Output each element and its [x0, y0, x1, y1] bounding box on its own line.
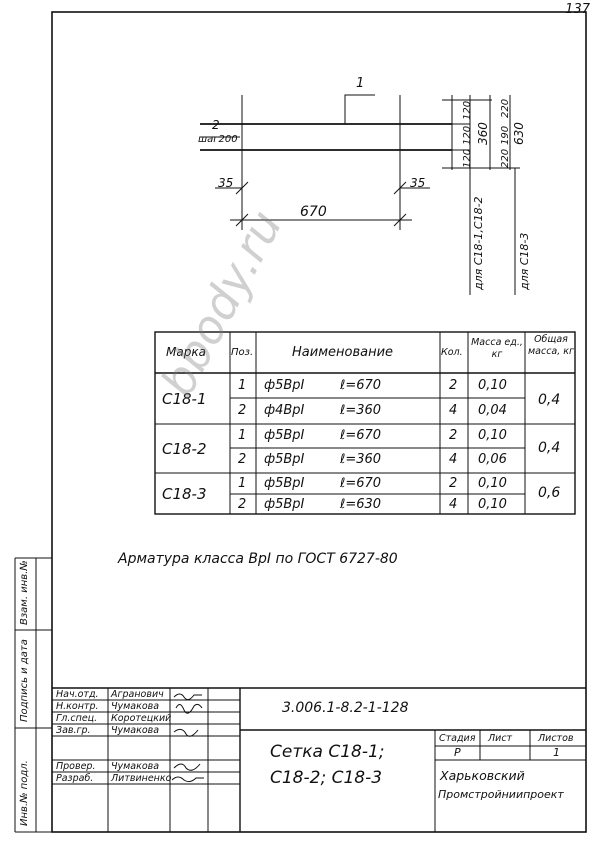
sheet-frame — [51, 11, 587, 833]
row-diameter: ф5ВрI — [264, 378, 305, 393]
row-pos: 2 — [238, 497, 247, 512]
row-length: ℓ=670 — [340, 378, 382, 393]
stage-label: Стадия — [439, 733, 476, 744]
dim-120-c: 120 — [462, 148, 473, 168]
row-length: ℓ=670 — [340, 428, 382, 443]
side-label-inv-repl: Взам. инв.№ — [19, 560, 30, 625]
row-diameter: ф5ВрI — [264, 476, 305, 491]
row-pos: 2 — [238, 452, 247, 467]
side-label-sign-date: Подпись и дата — [19, 639, 30, 722]
dim-120-a: 120 — [462, 100, 473, 120]
note-c18-3: для С18-3 — [518, 232, 531, 290]
row-unit-mass: 0,06 — [478, 452, 507, 467]
page-number: 137 — [565, 2, 590, 17]
row-pos: 1 — [238, 378, 247, 393]
note-c18-1-2: для С18-1,С18-2 — [472, 196, 485, 290]
row-diameter: ф5ВрI — [264, 497, 305, 512]
dim-35-right: 35 — [410, 176, 426, 190]
stage-value: Р — [454, 746, 461, 759]
row-diameter: ф5ВрI — [264, 428, 305, 443]
row-total-mass: 0,4 — [538, 392, 561, 408]
row-qty: 4 — [449, 497, 458, 512]
header-qty: Кол. — [441, 347, 463, 358]
row-unit-mass: 0,04 — [478, 403, 507, 418]
person-name: Агранович — [111, 689, 164, 700]
row-unit-mass: 0,10 — [478, 428, 507, 443]
pos1-label: 1 — [356, 76, 365, 91]
person-name: Коротецкий — [111, 713, 172, 724]
row-mark: С18-2 — [162, 440, 207, 458]
row-qty: 2 — [449, 476, 458, 491]
row-mark: С18-3 — [162, 485, 207, 503]
header-pos: Поз. — [231, 347, 254, 358]
organization-line1: Харьковский — [440, 768, 525, 783]
side-label-inv-orig: Инв.№ подл. — [19, 760, 30, 826]
header-total-mass: Общая масса, кг — [527, 334, 575, 357]
header-name: Наименование — [292, 345, 394, 360]
leader-pos1 — [344, 94, 375, 124]
role: Нач.отд. — [56, 689, 99, 700]
person-name: Литвиненко — [111, 773, 172, 784]
row-total-mass: 0,6 — [538, 485, 561, 501]
dim-630: 630 — [512, 122, 526, 145]
role: Н.контр. — [56, 701, 99, 712]
dim-220-b: 220 — [500, 148, 511, 168]
role: Зав.гр. — [56, 725, 91, 736]
signatures — [171, 693, 204, 783]
person-name: Чумакова — [111, 725, 160, 736]
organization-line2: Промстройниипроект — [438, 788, 564, 801]
pos2-label: 2 — [212, 118, 220, 132]
role: Разраб. — [56, 773, 94, 784]
header-mark: Марка — [166, 345, 206, 359]
dim-35-left: 35 — [218, 176, 234, 190]
row-length: ℓ=360 — [340, 403, 382, 418]
sheet-label: Лист — [488, 733, 513, 744]
drawing-title-line2: С18-2; С18-3 — [270, 768, 383, 788]
drawing-code: 3.006.1-8.2-1-128 — [282, 700, 409, 716]
role: Провер. — [56, 761, 96, 772]
row-mark: С18-1 — [162, 390, 207, 408]
row-diameter: ф5ВрI — [264, 452, 305, 467]
row-qty: 4 — [449, 452, 458, 467]
row-unit-mass: 0,10 — [478, 476, 507, 491]
person-name: Чумакова — [111, 701, 160, 712]
row-length: ℓ=360 — [340, 452, 382, 467]
spec-table-frame — [154, 331, 576, 515]
row-qty: 2 — [449, 378, 458, 393]
pos2-step: шаг200 — [198, 134, 238, 145]
row-qty: 4 — [449, 403, 458, 418]
dim-120-b: 120 — [462, 125, 473, 145]
dim-190: 190 — [500, 125, 511, 145]
row-unit-mass: 0,10 — [478, 497, 507, 512]
row-pos: 1 — [238, 476, 247, 491]
header-unit-mass: Масса ед., кг — [471, 337, 523, 360]
row-unit-mass: 0,10 — [478, 378, 507, 393]
role: Гл.спец. — [56, 713, 98, 724]
drawing-title-line1: Сетка С18-1; — [270, 742, 385, 762]
steel-class-note: Арматура класса ВрI по ГОСТ 6727-80 — [118, 551, 398, 567]
row-length: ℓ=670 — [340, 476, 382, 491]
dim-670: 670 — [300, 204, 327, 220]
row-length: ℓ=630 — [340, 497, 382, 512]
row-pos: 2 — [238, 403, 247, 418]
sheets-value: 1 — [553, 746, 560, 759]
row-pos: 1 — [238, 428, 247, 443]
row-diameter: ф4ВрI — [264, 403, 305, 418]
row-total-mass: 0,4 — [538, 440, 561, 456]
dim-360: 360 — [476, 122, 490, 145]
dim-220-a: 220 — [500, 98, 511, 118]
row-qty: 2 — [449, 428, 458, 443]
person-name: Чумакова — [111, 761, 160, 772]
sheets-label: Листов — [538, 733, 574, 744]
